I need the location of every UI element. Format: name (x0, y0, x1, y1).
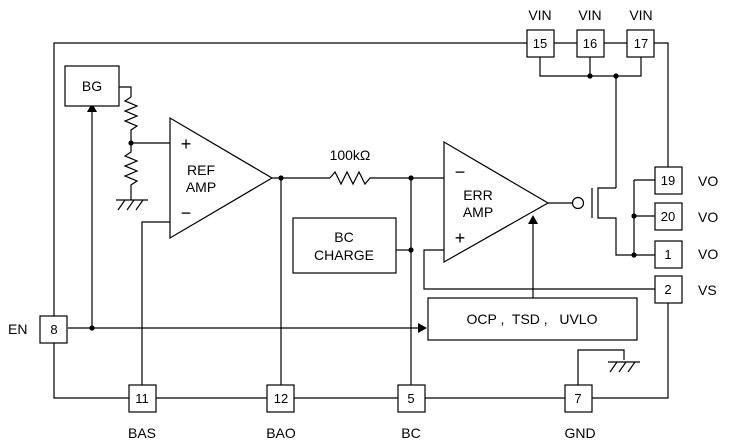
pin-8-label: EN (8, 321, 27, 337)
pin-15-num: 15 (533, 36, 547, 51)
pin-1 (654, 240, 683, 269)
bc-charge-label-1: BC (334, 229, 353, 245)
pin-7 (564, 384, 593, 413)
pin-1-num: 1 (664, 247, 671, 262)
ground-symbol-right (608, 361, 640, 373)
wire-vs (423, 249, 655, 290)
err-amp-label-2: AMP (463, 204, 493, 220)
bg-label: BG (82, 78, 102, 94)
resistor-top (123, 96, 139, 143)
pin-17-label: VIN (629, 7, 652, 23)
resistor-100k (329, 170, 444, 186)
pin-8-num: 8 (50, 322, 57, 337)
wire-bottom-rail (53, 342, 129, 399)
pin-11-num: 11 (135, 391, 149, 406)
junction-dot (89, 325, 95, 331)
pin-5-label: BC (401, 425, 420, 441)
ref-amp-label-1: REF (187, 162, 215, 178)
bg-block (64, 65, 120, 107)
pin-2-label: VS (698, 282, 717, 298)
protection-label: OCP , TSD , UVLO (467, 311, 598, 327)
pin-11-label: BAS (128, 425, 156, 441)
err-amp-minus: − (455, 162, 466, 182)
pin-12-num: 12 (274, 391, 288, 406)
ground-symbol-left (116, 199, 148, 211)
junction-dot (631, 213, 637, 219)
pin-7-label: GND (564, 425, 595, 441)
pin-20-label: VO (698, 209, 718, 225)
pin-15 (526, 29, 555, 58)
pin-16 (576, 29, 605, 58)
mosfet-gate-bubble (571, 196, 585, 210)
wire-bg-div (119, 86, 132, 97)
wire-bas-to-ref (141, 221, 170, 385)
junction-dot (587, 73, 593, 79)
junction-dot (408, 247, 414, 253)
pin-5 (397, 384, 426, 413)
en-arrow (418, 323, 427, 333)
ref-amp-minus: − (181, 203, 192, 223)
junction-dot (278, 175, 284, 181)
pin-15-label: VIN (528, 7, 551, 23)
pin-8 (39, 315, 68, 344)
wire-vin-right (654, 42, 669, 167)
pin-19-label: VO (698, 173, 718, 189)
pin-12 (266, 384, 295, 413)
ref-amp-label-2: AMP (186, 179, 216, 195)
junction-dot (631, 252, 637, 258)
pin-7-num: 7 (574, 391, 581, 406)
resistor-bottom (123, 143, 139, 200)
pin-11 (128, 384, 157, 413)
pin-19-num: 19 (661, 173, 675, 188)
wire-right-rail (592, 303, 669, 399)
pin-17 (626, 29, 655, 58)
junction-dot (128, 140, 134, 146)
pin-2-num: 2 (664, 282, 671, 297)
ref-amp-plus: + (181, 134, 192, 154)
junction-dot (613, 73, 619, 79)
pin-16-label: VIN (578, 7, 601, 23)
wire-top-rail (53, 42, 527, 316)
resistor-label: 100kΩ (330, 147, 371, 163)
pin-1-label: VO (698, 246, 718, 262)
pin-17-num: 17 (634, 36, 648, 51)
bc-charge-label-2: CHARGE (314, 247, 374, 263)
pin-20-num: 20 (661, 209, 675, 224)
pin-19 (654, 166, 683, 195)
ref-amp-triangle (169, 116, 274, 240)
pin-5-num: 5 (407, 391, 414, 406)
protection-block (427, 297, 638, 341)
err-amp-triangle (443, 140, 550, 264)
bc-charge-block (292, 217, 397, 274)
pin-2 (654, 275, 683, 304)
mosfet-drain (597, 187, 655, 256)
err-amp-plus: + (455, 228, 466, 248)
err-amp-label-1: ERR (463, 187, 493, 203)
bg-arrow (87, 103, 97, 112)
junction-dot (408, 175, 414, 181)
pin-16-num: 16 (583, 36, 597, 51)
wire-gnd (577, 349, 625, 385)
pin-12-label: BAO (266, 425, 296, 441)
pin-20 (654, 202, 683, 231)
protect-arrow (528, 215, 538, 224)
